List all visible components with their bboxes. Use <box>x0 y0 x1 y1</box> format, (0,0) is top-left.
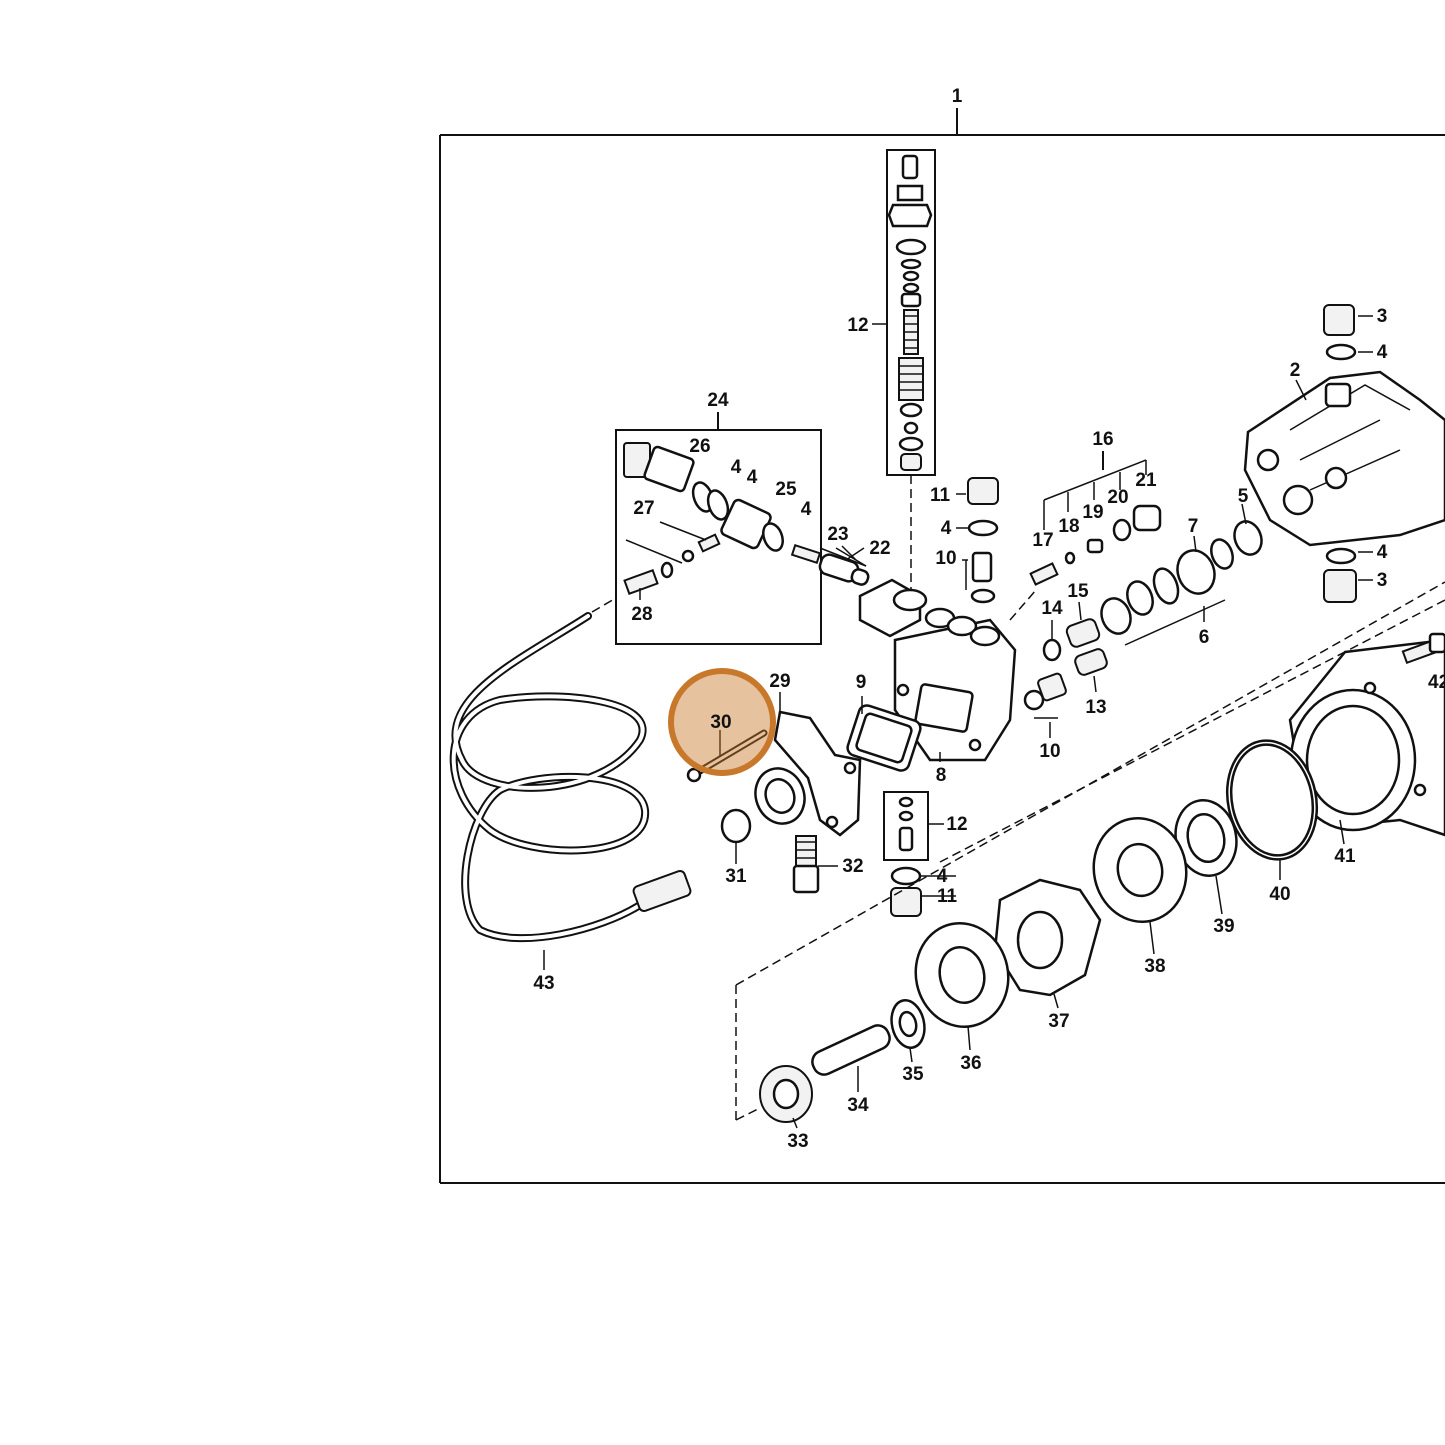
seal-stack-6-7-5 <box>1100 520 1263 646</box>
callout-43: 43 <box>533 973 554 994</box>
callout-13: 13 <box>1085 697 1106 718</box>
callout-11-upper: 11 <box>930 485 951 506</box>
callout-4-head-top: 4 <box>1377 342 1388 363</box>
callout-14: 14 <box>1041 598 1063 619</box>
callout-36: 36 <box>960 1053 981 1074</box>
callout-20: 20 <box>1107 487 1128 508</box>
callout-1: 1 <box>952 86 963 107</box>
callout-40: 40 <box>1269 884 1290 905</box>
lower-valve-group-12 <box>883 791 944 917</box>
callout-6: 6 <box>1199 627 1210 648</box>
callout-33: 33 <box>787 1131 808 1152</box>
pump-head-2 <box>1243 304 1445 603</box>
assembly-frame <box>439 108 1445 1184</box>
spring-plunger-23-22 <box>790 543 870 586</box>
valve-column-group <box>872 149 936 590</box>
highlight-circle-30 <box>668 668 776 776</box>
callout-10-lower: 10 <box>1039 741 1060 762</box>
callout-23: 23 <box>827 524 848 545</box>
callout-28: 28 <box>631 604 652 625</box>
callout-34: 34 <box>847 1095 869 1116</box>
callout-27: 27 <box>633 498 654 519</box>
callout-5: 5 <box>1238 486 1249 507</box>
callout-42: 42 <box>1428 672 1445 693</box>
callout-18: 18 <box>1058 516 1079 537</box>
callout-41: 41 <box>1334 846 1356 867</box>
callout-4-group24-a: 4 <box>731 457 742 478</box>
crank-case-41 <box>1288 632 1445 837</box>
callout-32: 32 <box>842 856 863 877</box>
callout-15: 15 <box>1067 581 1089 602</box>
callout-12-lower: 12 <box>946 814 967 835</box>
callout-3-bottom: 3 <box>1377 570 1388 591</box>
outlet-bracket-29 <box>720 710 862 894</box>
callout-35: 35 <box>902 1064 924 1085</box>
callout-3-top: 3 <box>1377 306 1388 327</box>
callout-26: 26 <box>689 436 710 457</box>
callout-24: 24 <box>707 390 729 411</box>
assembly-guide-lines <box>735 581 1445 1121</box>
callout-38: 38 <box>1144 956 1165 977</box>
gasket-9 <box>846 704 922 772</box>
manifold-body-8 <box>858 578 1017 762</box>
bypass-group-24 <box>615 412 822 645</box>
bolt-30 <box>686 729 768 783</box>
callout-29: 29 <box>769 671 790 692</box>
plug-parts-11-10 <box>962 477 999 604</box>
callout-30: 30 <box>710 712 731 733</box>
callout-9: 9 <box>856 672 867 693</box>
callout-4-group24-b: 4 <box>747 467 758 488</box>
spring-pin-33-35 <box>759 999 926 1123</box>
callout-19: 19 <box>1082 502 1103 523</box>
callout-17: 17 <box>1032 530 1053 551</box>
callout-22: 22 <box>869 538 890 559</box>
callout-4-column: 4 <box>941 518 952 539</box>
drive-seals-36-40 <box>914 739 1319 1029</box>
callout-4-lower: 4 <box>937 866 948 887</box>
callout-11-lower: 11 <box>937 886 958 907</box>
callout-31: 31 <box>725 866 747 887</box>
check-valve-group-16 <box>1009 451 1162 621</box>
callout-21: 21 <box>1135 470 1157 491</box>
leader-lines <box>543 315 1373 1129</box>
callout-labels: 1 2 3 3 4 4 4 4 4 4 4 5 6 7 8 9 10 10 11… <box>533 86 1445 1152</box>
callout-4-head-bottom: 4 <box>1377 542 1388 563</box>
callout-37: 37 <box>1048 1011 1069 1032</box>
callout-4-group24-c: 4 <box>801 499 812 520</box>
callout-12-upper: 12 <box>847 315 868 336</box>
callout-2: 2 <box>1290 360 1301 381</box>
callout-39: 39 <box>1213 916 1234 937</box>
callout-25: 25 <box>775 479 797 500</box>
callout-8: 8 <box>936 765 947 786</box>
hose-43 <box>449 597 692 943</box>
callout-7: 7 <box>1188 516 1199 537</box>
callout-16: 16 <box>1092 429 1113 450</box>
callout-10-upper: 10 <box>935 548 956 569</box>
